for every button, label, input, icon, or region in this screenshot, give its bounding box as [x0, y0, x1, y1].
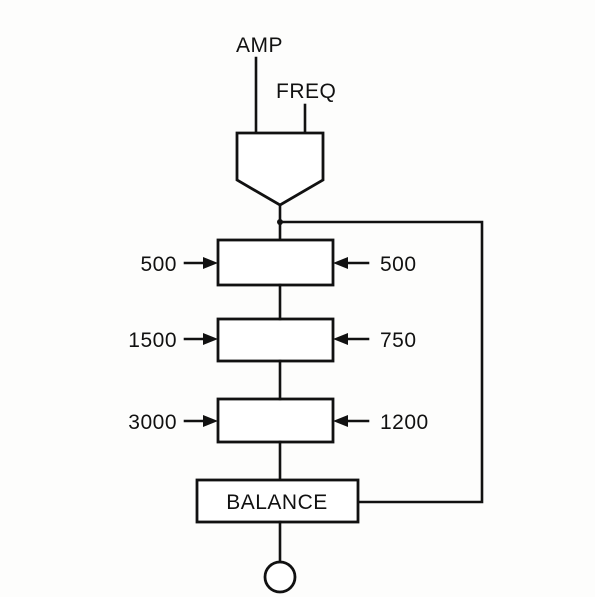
- filter-2: [216, 317, 335, 363]
- freq-label: FREQ: [276, 80, 336, 103]
- filter-2-left-value: 1500: [128, 329, 177, 352]
- feedback-loop-line: [278, 220, 484, 504]
- balance-box: [195, 478, 360, 524]
- filter-3-right-value: 1200: [380, 411, 429, 434]
- filter-1-left-arrowhead: [203, 257, 218, 269]
- filter-1: [216, 238, 335, 287]
- filter-2-right-arrowhead: [333, 333, 348, 345]
- filter-1-right-arrowhead: [333, 257, 348, 269]
- filter-3: [216, 397, 335, 444]
- oscillator-unit: [235, 131, 325, 207]
- balance-label: BALANCE: [226, 491, 328, 514]
- filter-3-left-value: 3000: [128, 411, 177, 434]
- filter-2-right-value: 750: [380, 329, 417, 352]
- output-terminal: [263, 560, 297, 594]
- amp-label: AMP: [236, 34, 283, 57]
- filter-1-left-value: 500: [140, 253, 177, 276]
- filter-1-right-value: 500: [380, 253, 417, 276]
- filter-3-right-arrowhead: [333, 415, 348, 427]
- filter-3-left-arrowhead: [203, 415, 218, 427]
- filter-2-left-arrowhead: [203, 333, 218, 345]
